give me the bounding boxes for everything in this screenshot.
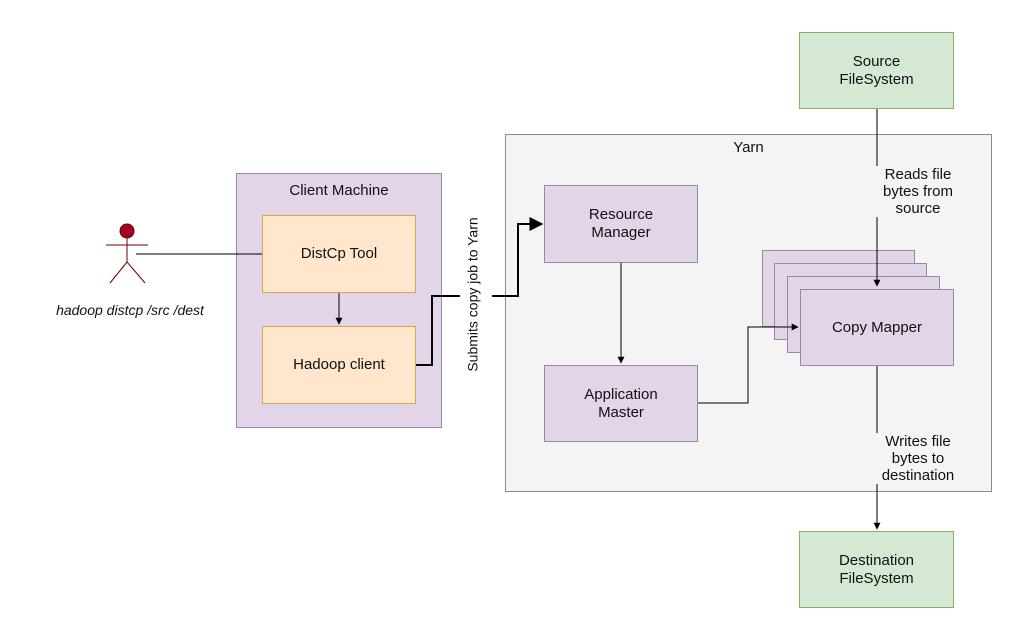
write-bytes-label: Writes file bytes to destination xyxy=(866,433,970,484)
am-to-mapper-arrow xyxy=(698,323,799,404)
yarn-group-title: Yarn xyxy=(733,139,764,156)
client-machine-title: Client Machine xyxy=(289,182,389,199)
submit-job-arrow-2 xyxy=(492,217,544,297)
distcp-tool-node: DistCp Tool xyxy=(262,215,416,293)
application-master-node: Application Master xyxy=(544,365,698,442)
destination-filesystem-node: Destination FileSystem xyxy=(799,531,954,608)
submit-job-arrow xyxy=(416,295,460,366)
source-filesystem-node: Source FileSystem xyxy=(799,32,954,109)
copy-mapper-node: Copy Mapper xyxy=(800,289,954,366)
user-actor-icon xyxy=(106,223,148,284)
read-bytes-label: Reads file bytes from source xyxy=(868,166,968,217)
actor-command-label: hadoop distcp /src /dest xyxy=(56,302,204,318)
resource-manager-node: Resource Manager xyxy=(544,185,698,263)
hadoop-client-node: Hadoop client xyxy=(262,326,416,404)
submit-job-label: Submits copy job to Yarn xyxy=(464,217,481,372)
